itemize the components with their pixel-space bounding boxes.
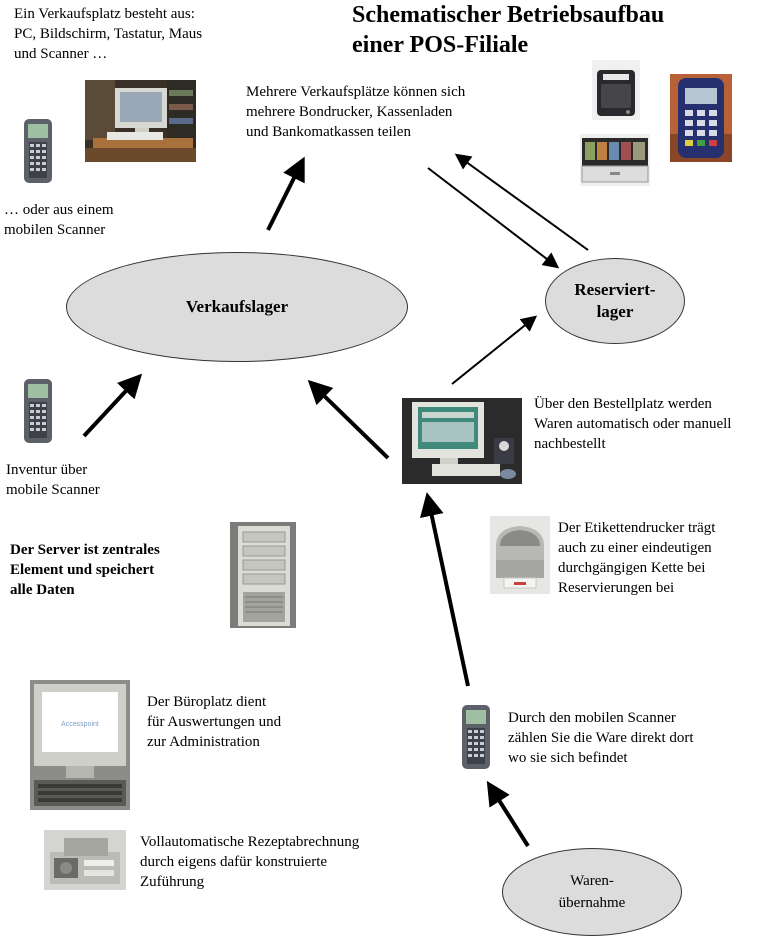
server-text: Der Server ist zentrales Element und spe… <box>10 542 160 598</box>
bon-printer-photo <box>592 60 640 120</box>
inventur-text: Inventur über mobile Scanner <box>6 462 100 498</box>
cash-drawer-photo <box>580 134 650 186</box>
label-printer-photo <box>490 516 550 594</box>
arrow-from-reserviertlager <box>454 153 589 251</box>
etikettendrucker-text: Der Etikettendrucker trägt auch zu einer… <box>558 520 716 596</box>
node-verkaufslager-label: Verkaufslager <box>185 297 289 316</box>
arrow-bestellplatz-to-verkaufslager <box>307 379 390 460</box>
arrow-scanner-to-bestellplatz <box>420 492 470 687</box>
pos-workstation-photo <box>85 80 196 162</box>
scanner-zaehlen-text: Durch den mobilen Scanner zählen Sie die… <box>508 710 694 766</box>
rezeptabrechnung-text: Vollautomatische Rezeptabrechnung durch … <box>140 834 360 890</box>
mobile-scanner-photo-1 <box>22 118 54 184</box>
node-warenuebernahme: Waren- übernahme <box>502 848 682 936</box>
verkaufsplatz-text: Ein Verkaufsplatz besteht aus: PC, Bilds… <box>14 6 203 62</box>
mehrere-verkaufsplaetze-text: Mehrere Verkaufsplätze können sich mehre… <box>246 84 466 140</box>
arrow-to-reserviertlager <box>427 167 560 269</box>
diagram-title: Schematischer Betriebsaufbau einer POS-F… <box>352 2 665 58</box>
bueroplatz-text: Der Büroplatz dient für Auswertungen und… <box>147 694 282 750</box>
arrow-bestellplatz-to-reserviertlager <box>451 315 538 385</box>
server-photo <box>230 522 296 628</box>
arrow-lager-to-verkaufsplaetze <box>266 156 305 231</box>
monitor-screen-text: Accesspoint <box>61 721 99 728</box>
bestellplatz-text: Über den Bestellplatz werden Waren autom… <box>534 396 732 452</box>
mobiler-scanner-text: … oder aus einem mobilen Scanner <box>4 202 114 238</box>
order-workstation-photo <box>402 398 522 484</box>
mobile-scanner-photo-3 <box>460 704 492 770</box>
node-reserviertlager-label: Reserviert- lager <box>574 280 656 321</box>
arrow-warenuebernahme-to-scanner <box>486 780 530 848</box>
bankomat-terminal-photo <box>670 74 732 162</box>
office-pc-photo: Accesspoint <box>30 680 130 810</box>
node-reserviertlager: Reserviert- lager <box>545 258 685 344</box>
prescription-machine-photo <box>44 830 126 890</box>
mobile-scanner-photo-2 <box>22 378 54 444</box>
arrow-inventur-to-verkaufslager <box>82 373 143 438</box>
node-warenuebernahme-label: Waren- übernahme <box>558 873 626 911</box>
node-verkaufslager: Verkaufslager <box>66 252 408 362</box>
